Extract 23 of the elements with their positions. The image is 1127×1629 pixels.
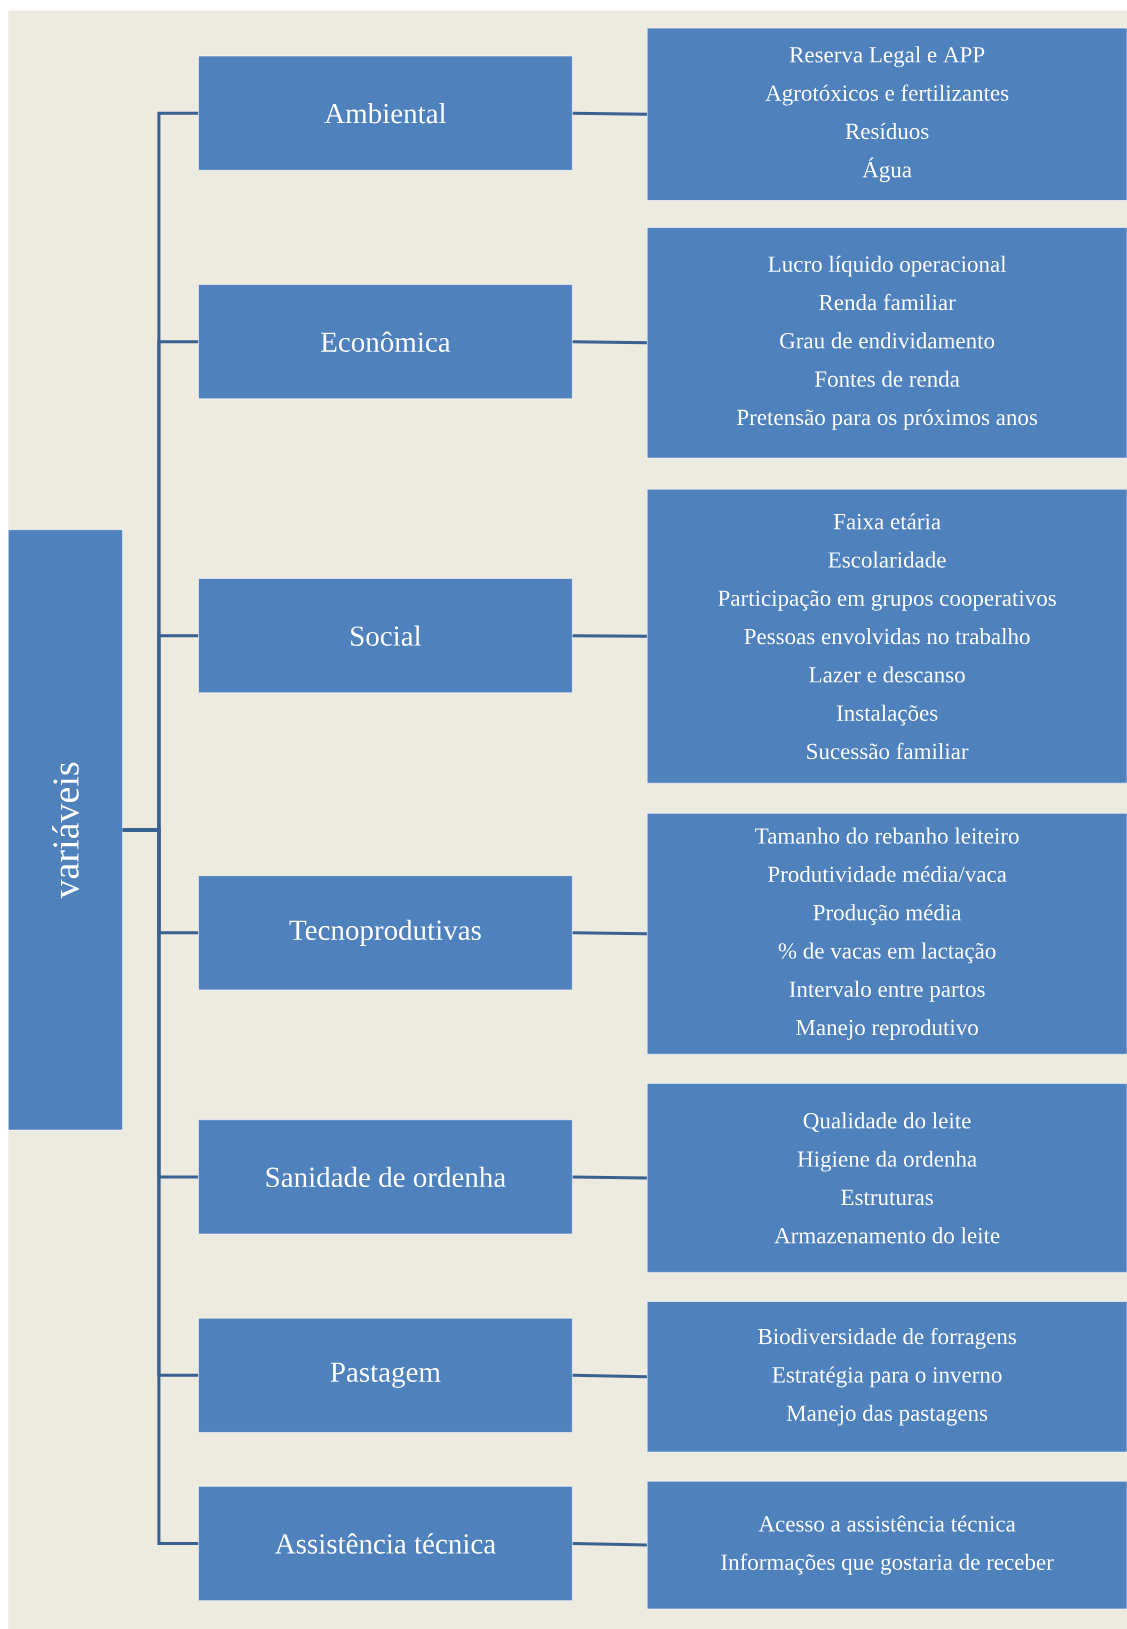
connector-line	[572, 1373, 647, 1379]
connector-line	[572, 111, 647, 116]
item-list-box: Tamanho do rebanho leiteiro Produtividade média/vaca Produção média % de vacas em lactação Intervalo entre partos Manejo reprodutivo	[646, 813, 1127, 1055]
connector-line	[572, 931, 647, 936]
connector-line	[572, 340, 647, 345]
item-list-box: Lucro líquido operacional Renda familiar Grau de endividamento Fontes de renda Pretensão para os próximos anos	[646, 227, 1127, 459]
category-box: Tecnoprodutivas	[198, 875, 573, 991]
connector-line	[572, 634, 647, 638]
category-box: Sanidade de ordenha	[198, 1119, 573, 1235]
category-box: Ambiental	[198, 55, 573, 171]
category-box: Social	[198, 578, 573, 694]
item-list-box: Acesso a assistência técnica Informações que gostaria de receber	[646, 1480, 1127, 1610]
item-list-box: Faixa etária Escolaridade Participação em grupos cooperativos Pessoas envolvidas no trabalho Lazer e descanso Instalações Sucessão familiar	[646, 488, 1127, 784]
category-box: Assistência técnica	[198, 1486, 573, 1601]
root-box: variáveis	[7, 529, 123, 1131]
connector-line	[572, 1542, 647, 1547]
item-list-box: Biodiversidade de forragens Estratégia para o inverno Manejo das pastagens	[646, 1301, 1127, 1453]
category-box: Pastagem	[198, 1317, 573, 1433]
category-box: Econômica	[198, 284, 573, 400]
connector-line	[572, 1175, 647, 1180]
item-list-box: Qualidade do leite Higiene da ordenha Estruturas Armazenamento do leite	[646, 1083, 1127, 1273]
connector-line	[122, 828, 199, 1545]
item-list-box: Reserva Legal e APP Agrotóxicos e fertilizantes Resíduos Água	[646, 27, 1127, 201]
